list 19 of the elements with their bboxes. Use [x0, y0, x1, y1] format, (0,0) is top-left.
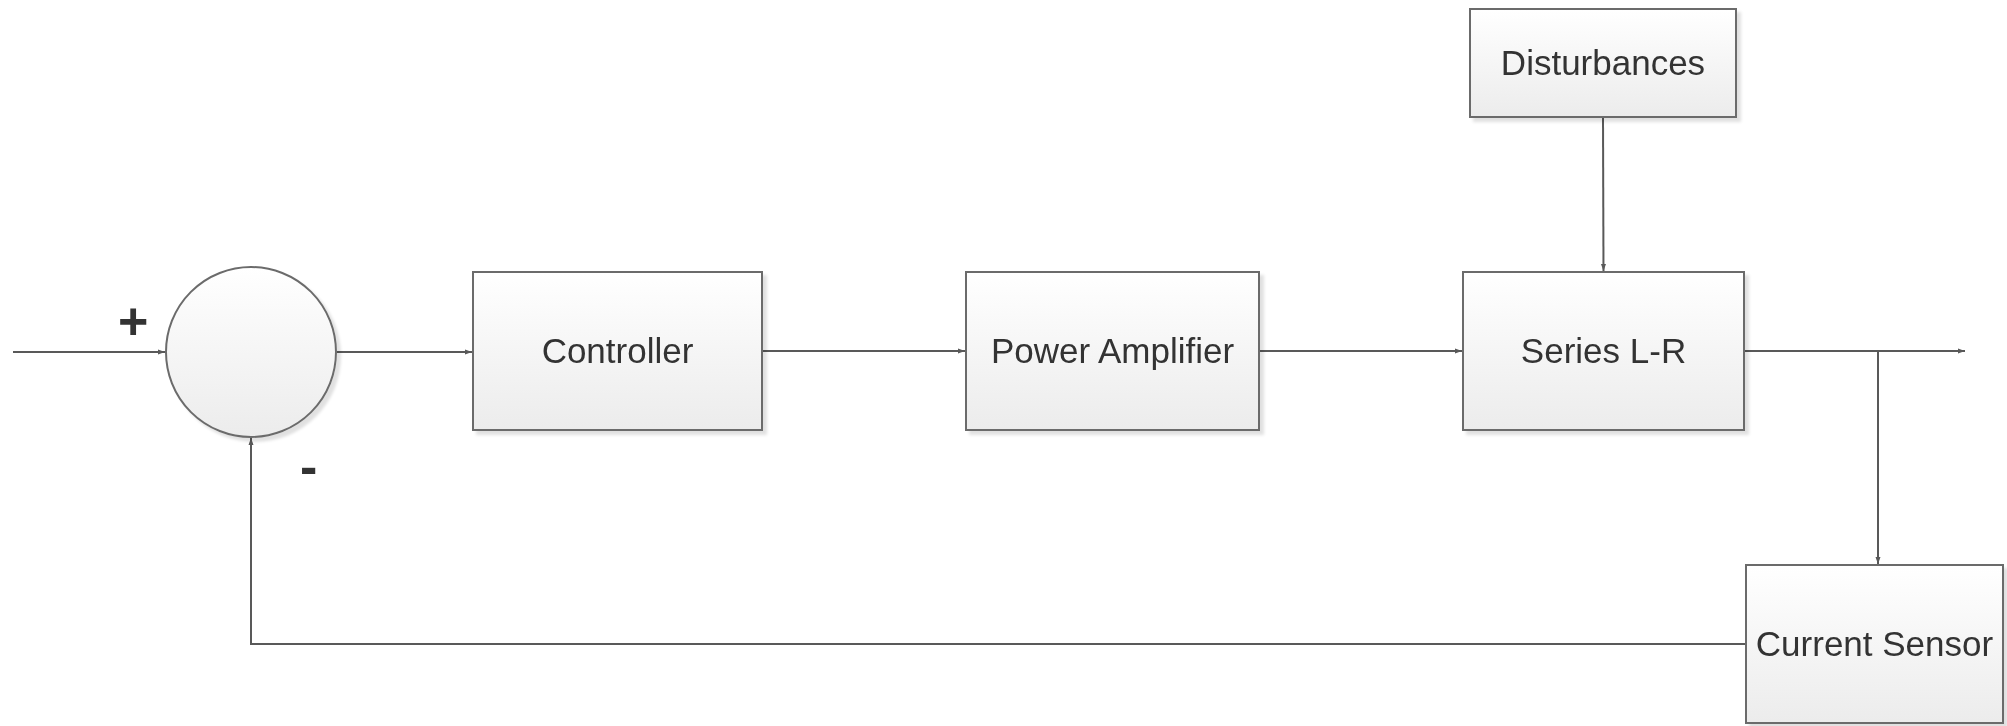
block-box [1462, 271, 1745, 431]
block-label: Current Sensor [1755, 622, 1994, 665]
block-box [965, 271, 1260, 431]
block-box [472, 271, 763, 431]
arrow [1744, 350, 1881, 565]
block-label: Series L-R [1520, 329, 1687, 372]
block-box [1745, 564, 2004, 724]
arrow [336, 349, 473, 355]
arrow [248, 437, 1746, 645]
sign-label: + [118, 295, 149, 347]
arrow [1259, 348, 1463, 354]
arrow [1601, 117, 1606, 272]
block-label: Disturbances [1500, 41, 1706, 84]
block-box [1469, 8, 1737, 118]
sign-label: - [300, 440, 318, 492]
arrow [762, 348, 966, 354]
block-label: Power Amplifier [990, 329, 1235, 372]
arrow [12, 349, 166, 355]
block-label: Controller [541, 329, 694, 372]
